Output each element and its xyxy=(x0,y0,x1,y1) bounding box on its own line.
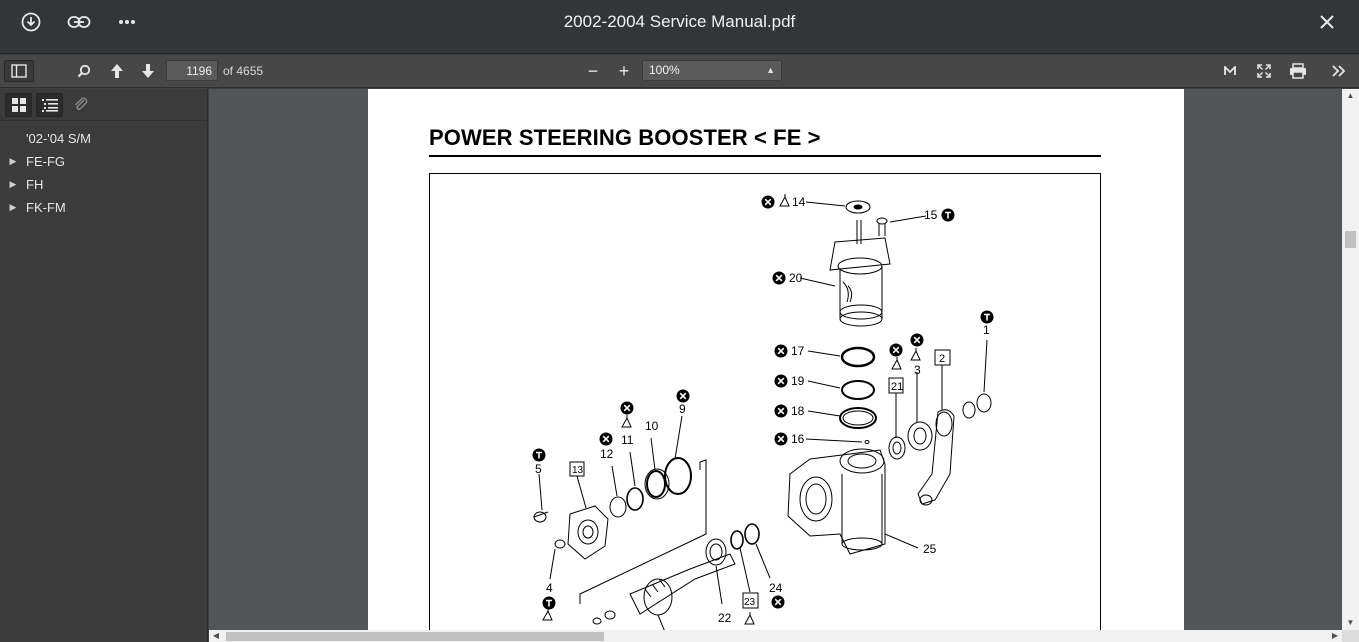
pdf-toolbar: of 4655 − + 100% ▲ xyxy=(0,55,1359,88)
scrollbar-corner xyxy=(1342,630,1359,642)
document-title: 2002-2004 Service Manual.pdf xyxy=(563,12,796,31)
callout-11: 11 xyxy=(621,433,634,447)
callout-23: 23 xyxy=(744,597,756,608)
fullscreen-button[interactable] xyxy=(1254,60,1274,82)
sidebar-toggle-button[interactable] xyxy=(4,60,34,82)
updown-caret-icon: ▲ xyxy=(766,65,775,75)
double-chevron-right-icon xyxy=(1332,65,1346,77)
tab-thumbnails[interactable] xyxy=(5,93,32,117)
callout-5: 5 xyxy=(535,462,542,476)
print-button[interactable] xyxy=(1287,60,1309,82)
thumbnails-icon xyxy=(11,98,26,112)
outline-item[interactable]: ▶FH xyxy=(0,173,208,196)
callout-12: 12 xyxy=(600,447,614,461)
horizontal-scroll-thumb[interactable] xyxy=(226,632,604,641)
callout-2: 2 xyxy=(939,353,945,365)
callout-4: 4 xyxy=(546,581,553,595)
arrow-up-icon xyxy=(111,64,123,78)
callout-1: 1 xyxy=(983,323,990,337)
zoom-out-button[interactable]: − xyxy=(587,60,599,81)
scroll-right-arrow-icon[interactable]: ▶ xyxy=(1331,631,1339,640)
scroll-up-arrow-icon[interactable]: ▲ xyxy=(1346,91,1355,100)
callout-20: 20 xyxy=(789,271,803,285)
callout-15: 15 xyxy=(924,208,938,222)
outline-item[interactable]: ▶FK-FM xyxy=(0,196,208,219)
outline-item[interactable]: '02-'04 S/M xyxy=(26,131,91,146)
scroll-left-arrow-icon[interactable]: ◀ xyxy=(212,631,220,640)
heading-rule xyxy=(429,155,1101,157)
search-icon xyxy=(77,64,91,78)
expand-triangle-icon[interactable]: ▶ xyxy=(9,179,17,189)
scroll-down-arrow-icon[interactable]: ▼ xyxy=(1346,618,1355,627)
presentation-mode-button[interactable] xyxy=(1220,60,1240,82)
presentation-icon xyxy=(1224,66,1236,75)
expand-triangle-icon[interactable]: ▶ xyxy=(9,156,17,166)
tools-menu-button[interactable] xyxy=(1328,60,1350,82)
sidebar-icon xyxy=(11,64,27,78)
expand-triangle-icon[interactable]: ▶ xyxy=(9,202,17,212)
callout-9: 9 xyxy=(679,402,686,416)
callout-13: 13 xyxy=(572,465,584,476)
vertical-scroll-thumb[interactable] xyxy=(1345,231,1356,248)
callout-25: 25 xyxy=(923,542,937,556)
tab-attachments[interactable] xyxy=(67,93,94,117)
outline-item[interactable]: ▶FE-FG xyxy=(0,150,208,173)
previous-page-button[interactable] xyxy=(107,60,127,82)
callout-21: 21 xyxy=(891,381,903,393)
callout-3: 3 xyxy=(914,363,921,377)
close-icon[interactable] xyxy=(1316,11,1338,33)
next-page-button[interactable] xyxy=(138,60,158,82)
expand-icon xyxy=(1257,64,1271,78)
title-bar: 2002-2004 Service Manual.pdf xyxy=(0,0,1359,54)
vertical-scrollbar[interactable]: ▲ ▼ xyxy=(1342,89,1359,630)
horizontal-scrollbar[interactable]: ◀ ▶ xyxy=(209,630,1342,642)
paperclip-icon xyxy=(74,97,87,110)
callout-19: 19 xyxy=(791,374,805,388)
tab-outline[interactable] xyxy=(36,93,63,117)
page-number-input[interactable] xyxy=(166,60,218,81)
document-outline: '02-'04 S/M ▶FE-FG ▶FH ▶FK-FM xyxy=(0,127,208,219)
zoom-select[interactable]: 100% ▲ xyxy=(642,60,782,81)
callout-18: 18 xyxy=(791,404,805,418)
zoom-in-button[interactable]: + xyxy=(618,60,630,81)
outline-icon xyxy=(41,99,58,112)
callout-22: 22 xyxy=(718,611,732,625)
pdf-page: POWER STEERING BOOSTER < FE > xyxy=(368,89,1184,630)
link-icon[interactable] xyxy=(67,11,91,33)
zoom-value: 100% xyxy=(649,63,680,77)
find-button[interactable] xyxy=(74,60,94,82)
sidebar: '02-'04 S/M ▶FE-FG ▶FH ▶FK-FM xyxy=(0,89,208,642)
page-count-label: of 4655 xyxy=(223,64,264,78)
exploded-diagram: 14 15 20 1 17 3 2 21 19 9 18 11 10 16 12… xyxy=(429,173,1101,630)
callout-10: 10 xyxy=(645,419,659,433)
sidebar-view-tabs xyxy=(0,89,208,121)
download-icon[interactable] xyxy=(20,11,42,33)
print-icon xyxy=(1290,63,1306,79)
page-heading: POWER STEERING BOOSTER < FE > xyxy=(429,125,821,150)
callout-16: 16 xyxy=(791,432,805,446)
callout-17: 17 xyxy=(791,344,805,358)
callout-14: 14 xyxy=(792,195,806,209)
more-icon[interactable] xyxy=(116,11,138,33)
pdf-viewer[interactable]: POWER STEERING BOOSTER < FE > xyxy=(209,89,1342,630)
callout-24: 24 xyxy=(769,581,783,595)
arrow-down-icon xyxy=(142,64,154,78)
power-steering-diagram: 14 15 20 1 17 3 2 21 19 9 18 11 10 16 12… xyxy=(532,193,994,630)
